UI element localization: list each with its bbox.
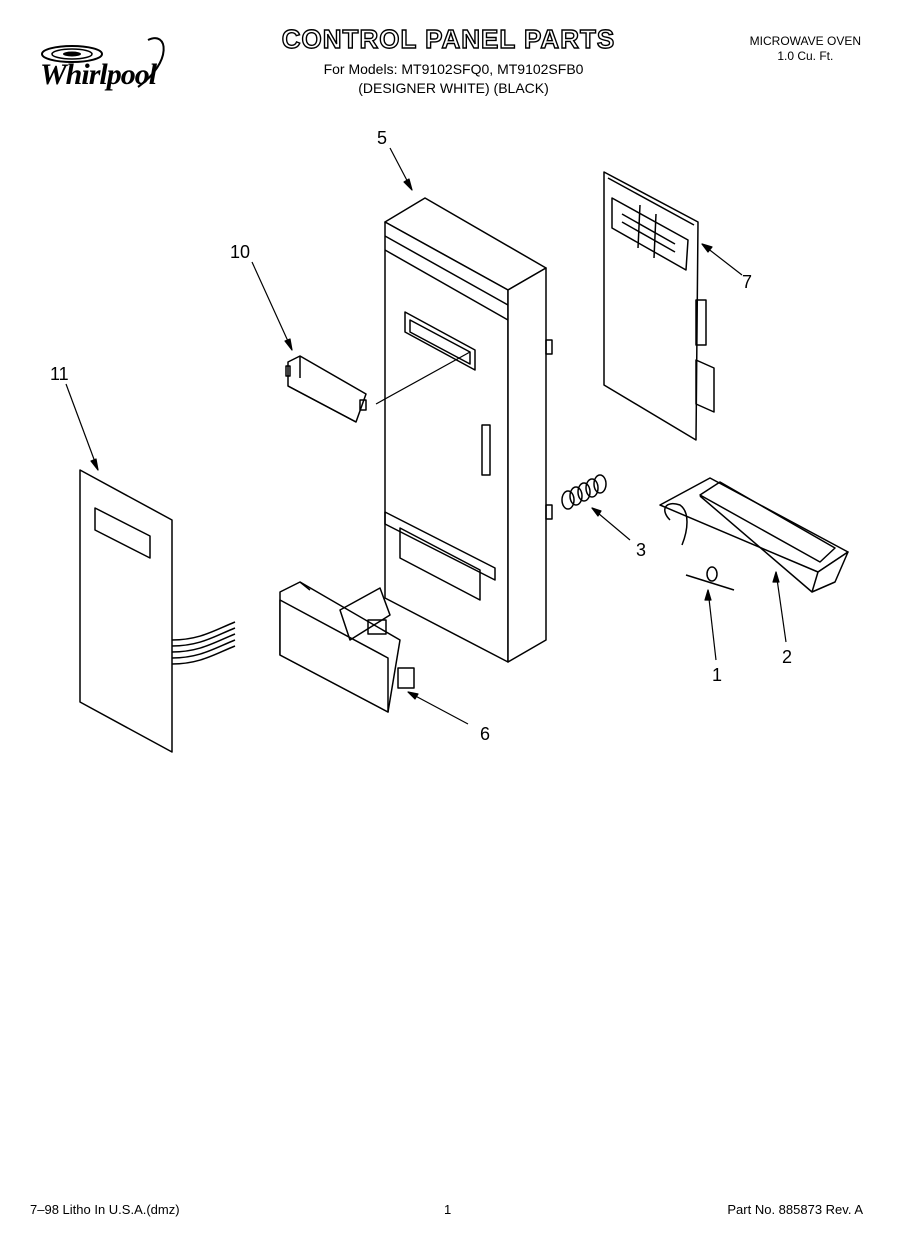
callout-6: 6 — [480, 724, 491, 744]
arrowhead-2 — [772, 571, 780, 583]
part-11-membrane-touch-panel — [79, 469, 236, 753]
arrowhead-3 — [591, 507, 602, 517]
product-type: MICROWAVE OVEN — [749, 34, 861, 48]
logo-swirl-icon — [41, 37, 165, 88]
callout-3: 3 — [636, 540, 647, 560]
leader-2 — [775, 571, 787, 643]
whirlpool-logo: Whirlpool — [28, 32, 188, 102]
callout-1: 1 — [712, 665, 723, 685]
models-block: For Models: MT9102SFQ0, MT9102SFB0 (DESI… — [0, 60, 897, 98]
leader-lines — [65, 147, 787, 725]
leader-10-window — [375, 351, 471, 405]
callout-2: 2 — [782, 647, 793, 667]
footer-page-number: 1 — [444, 1202, 452, 1217]
leader-1 — [707, 589, 717, 661]
part-7-electronic-control-board — [603, 171, 715, 441]
arrowhead-6 — [407, 691, 419, 700]
leader-10 — [251, 261, 293, 351]
product-capacity: 1.0 Cu. Ft. — [777, 49, 834, 63]
callout-5: 5 — [377, 128, 388, 148]
page-title: CONTROL PANEL PARTS — [281, 23, 616, 54]
arrowhead-11 — [90, 458, 99, 471]
footer-part-number: Part No. 885873 Rev. A — [727, 1202, 863, 1217]
arrowhead-1 — [704, 589, 712, 601]
part-5-control-panel-housing — [384, 197, 553, 663]
callout-10: 10 — [230, 242, 251, 262]
brand-name: Whirlpool — [40, 58, 157, 91]
arrowhead-10 — [284, 338, 293, 351]
leader-11 — [65, 383, 99, 471]
callout-11: 11 — [50, 364, 69, 384]
part-3-spring — [561, 474, 607, 510]
part-10-display-window — [285, 355, 367, 423]
footer-litho: 7–98 Litho In U.S.A.(dmz) — [30, 1202, 180, 1217]
arrowhead-7 — [701, 243, 713, 253]
part-1-clip — [685, 566, 735, 591]
leader-6 — [407, 691, 469, 725]
callout-7: 7 — [742, 272, 753, 292]
models-line: For Models: MT9102SFQ0, MT9102SFB0 — [323, 61, 584, 77]
product-info: MICROWAVE OVEN 1.0 Cu. Ft. — [750, 34, 861, 64]
part-6-door-release-button — [279, 581, 415, 713]
colors-line: (DESIGNER WHITE) (BLACK) — [358, 80, 549, 96]
part-2-door-release-lever — [659, 477, 849, 593]
arrowhead-5 — [403, 178, 413, 191]
